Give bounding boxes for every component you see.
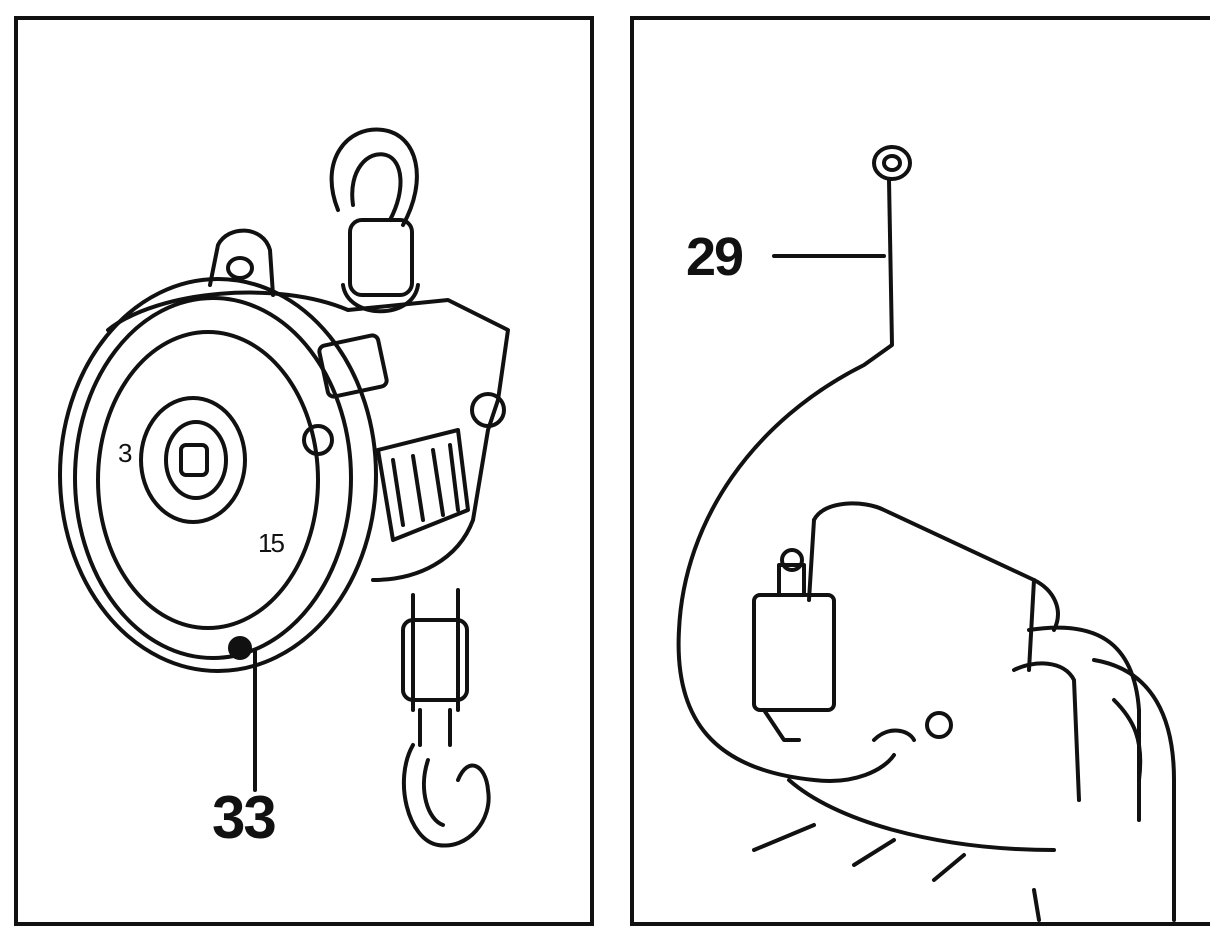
dial-mark-3: 3 [118,438,133,468]
spring-balancer-panel: 33 3 15 [14,16,594,926]
drum-face [96,330,320,630]
wire-path [676,178,896,783]
callout-33-label: 33 [212,784,277,851]
top-hook-shape [329,127,419,227]
bottom-hook-shape [401,743,491,848]
spring-balancer-illustration [58,127,510,848]
dial-mark-15: 15 [258,528,285,558]
callout-29-label: 29 [686,227,744,287]
eyelet-ring [872,145,912,181]
wire-eyelet-illustration [676,145,1176,922]
wire-eyelet-panel: 29 [630,16,1210,926]
